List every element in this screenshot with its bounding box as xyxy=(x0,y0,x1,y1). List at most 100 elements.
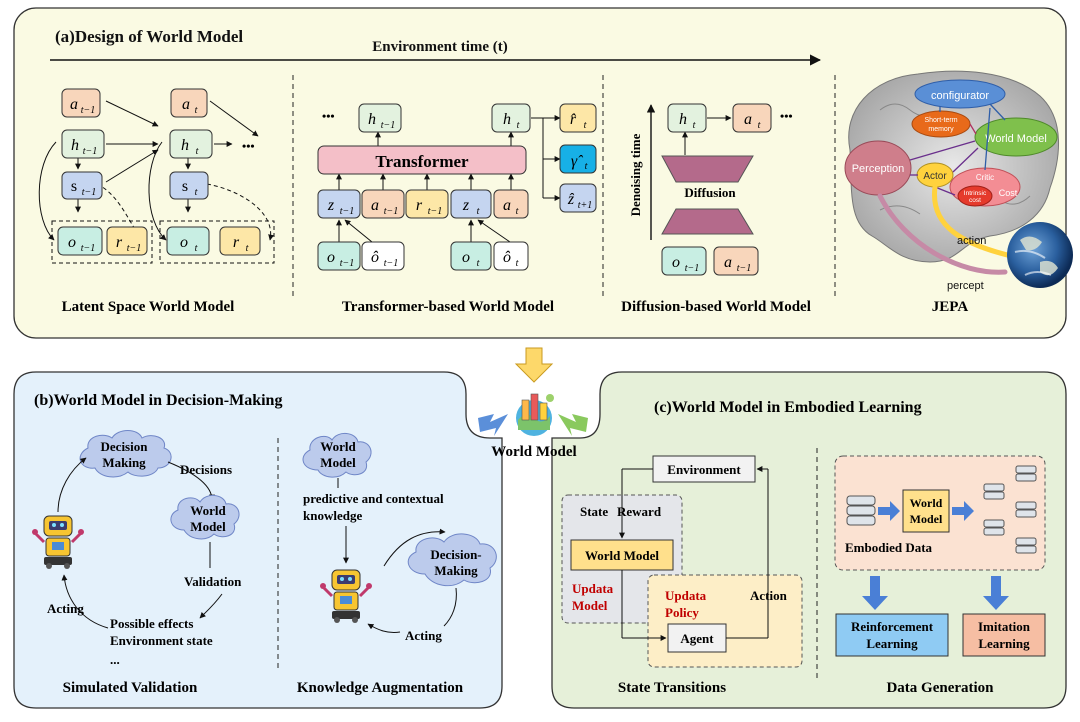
simulated-validation: Decision Making Decisions World Model Va… xyxy=(32,430,242,696)
node-r-t xyxy=(219,226,261,256)
percept-arrow xyxy=(877,193,1008,275)
svg-text:o: o xyxy=(68,234,76,251)
df-a-t xyxy=(732,103,772,133)
transformer-dots: ••• xyxy=(322,109,335,123)
tr-o-t xyxy=(450,241,492,271)
node-s-t-1 xyxy=(61,171,103,200)
svg-text:t: t xyxy=(584,120,587,131)
node-h-t xyxy=(169,129,213,159)
diffusion-top-trapezoid xyxy=(661,155,754,183)
svg-text:Embodied Data: Embodied Data xyxy=(845,540,933,555)
world-city-icon xyxy=(516,393,554,436)
svg-text:t−1: t−1 xyxy=(428,206,443,217)
svg-text:t−1: t−1 xyxy=(381,120,396,131)
arrow-to-wm xyxy=(878,501,900,521)
svg-text:Critic: Critic xyxy=(976,173,994,182)
tr-z-t xyxy=(450,189,492,219)
svg-text:t−1: t−1 xyxy=(340,258,355,269)
df-o-t-1 xyxy=(661,246,707,276)
svg-text:t−1: t−1 xyxy=(384,206,399,217)
world-model-box-state xyxy=(570,539,674,571)
svg-text:r: r xyxy=(416,197,423,214)
svg-text:a: a xyxy=(724,254,732,271)
diffusion-dots: ••• xyxy=(780,109,793,123)
svg-text:Reward: Reward xyxy=(617,504,662,519)
svg-text:a: a xyxy=(744,111,752,128)
svg-text:Policy: Policy xyxy=(665,605,699,620)
environment-box xyxy=(652,455,756,483)
svg-text:predictive and contextual: predictive and contextual xyxy=(303,491,444,506)
down-arrow-icon xyxy=(514,347,554,383)
svg-text:t−1: t−1 xyxy=(340,206,355,217)
tr-gamma-hat xyxy=(559,144,597,174)
data-generation-caption: Data Generation xyxy=(886,680,994,696)
svg-text:o: o xyxy=(462,249,470,266)
svg-text:h: h xyxy=(679,111,687,128)
svg-text:o: o xyxy=(180,234,188,251)
svg-text:Updata: Updata xyxy=(665,588,707,603)
robot-icon xyxy=(32,515,84,569)
decision-making-cloud xyxy=(79,430,172,478)
svg-text:r: r xyxy=(116,234,123,251)
svg-text:Environment state: Environment state xyxy=(110,633,213,648)
svg-text:Environment: Environment xyxy=(667,462,741,477)
svg-text:Imitation: Imitation xyxy=(978,619,1031,634)
panel-c-title: (c)World Model in Embodied Learning xyxy=(654,399,922,416)
latent-space-world-model: a t−1 a t h t−1 h t ••• s t−1 s t o t−1 … xyxy=(38,88,275,315)
center-world-model: World Model xyxy=(478,347,588,460)
tr-ohat-t-1 xyxy=(361,241,405,271)
svg-text:Transformer: Transformer xyxy=(375,152,469,171)
world-model-box-data xyxy=(902,489,950,533)
svg-text:Model: Model xyxy=(572,598,608,613)
svg-text:t: t xyxy=(517,120,520,131)
arrow-from-wm xyxy=(952,501,974,521)
diffusion-caption: Diffusion-based World Model xyxy=(621,299,811,315)
database-icon-generated xyxy=(983,465,1037,554)
svg-text:a: a xyxy=(70,96,78,113)
tr-h-t-1 xyxy=(358,103,402,133)
right-down-arrow-icon xyxy=(558,414,588,436)
node-s-t xyxy=(169,171,209,200)
agent-box xyxy=(667,623,727,653)
panel-a-background xyxy=(13,7,1067,339)
state-transitions-caption: State Transitions xyxy=(618,680,726,696)
svg-text:t: t xyxy=(693,120,696,131)
svg-text:t: t xyxy=(195,187,198,198)
tr-a-t xyxy=(493,189,529,219)
svg-text:t−1: t−1 xyxy=(83,146,98,157)
imitation-learning-box xyxy=(962,613,1046,657)
tr-r-hat xyxy=(559,103,597,133)
svg-text:Making: Making xyxy=(434,563,478,578)
environment-time-label: Environment time (t) xyxy=(372,39,508,55)
svg-text:s: s xyxy=(71,178,77,195)
svg-text:h: h xyxy=(368,111,376,128)
df-a-t-1 xyxy=(713,246,759,276)
node-a-t-1 xyxy=(61,88,101,118)
data-generation: World Model Embodied Data Reinforcement … xyxy=(834,455,1046,696)
latent-caption: Latent Space World Model xyxy=(62,299,235,315)
svg-text:Model: Model xyxy=(190,519,226,534)
svg-text:r: r xyxy=(233,234,240,251)
svg-text:Learning: Learning xyxy=(866,636,918,651)
svg-text:t−1: t−1 xyxy=(685,263,700,274)
svg-text:a: a xyxy=(371,197,379,214)
tr-z-hat xyxy=(559,183,597,213)
svg-text:Updata: Updata xyxy=(572,581,614,596)
tr-r-t-1 xyxy=(405,189,449,219)
tr-ohat-t xyxy=(493,241,529,271)
svg-text:...: ... xyxy=(110,652,120,667)
node-o-t-1 xyxy=(57,226,103,256)
svg-text:s: s xyxy=(182,178,188,195)
svg-text:Reinforcement: Reinforcement xyxy=(851,619,934,634)
svg-text:Short-term: Short-term xyxy=(924,117,957,124)
svg-text:t−1: t−1 xyxy=(384,258,399,269)
svg-text:Making: Making xyxy=(102,455,146,470)
svg-text:Diffusion: Diffusion xyxy=(684,185,736,200)
svg-text:t: t xyxy=(758,120,761,131)
svg-text:t: t xyxy=(516,206,519,217)
panel-b-title: (b)World Model in Decision-Making xyxy=(34,392,282,409)
svg-text:World Model: World Model xyxy=(985,133,1047,145)
svg-text:o: o xyxy=(672,254,680,271)
node-a-t xyxy=(170,88,208,118)
svg-text:State: State xyxy=(580,504,608,519)
